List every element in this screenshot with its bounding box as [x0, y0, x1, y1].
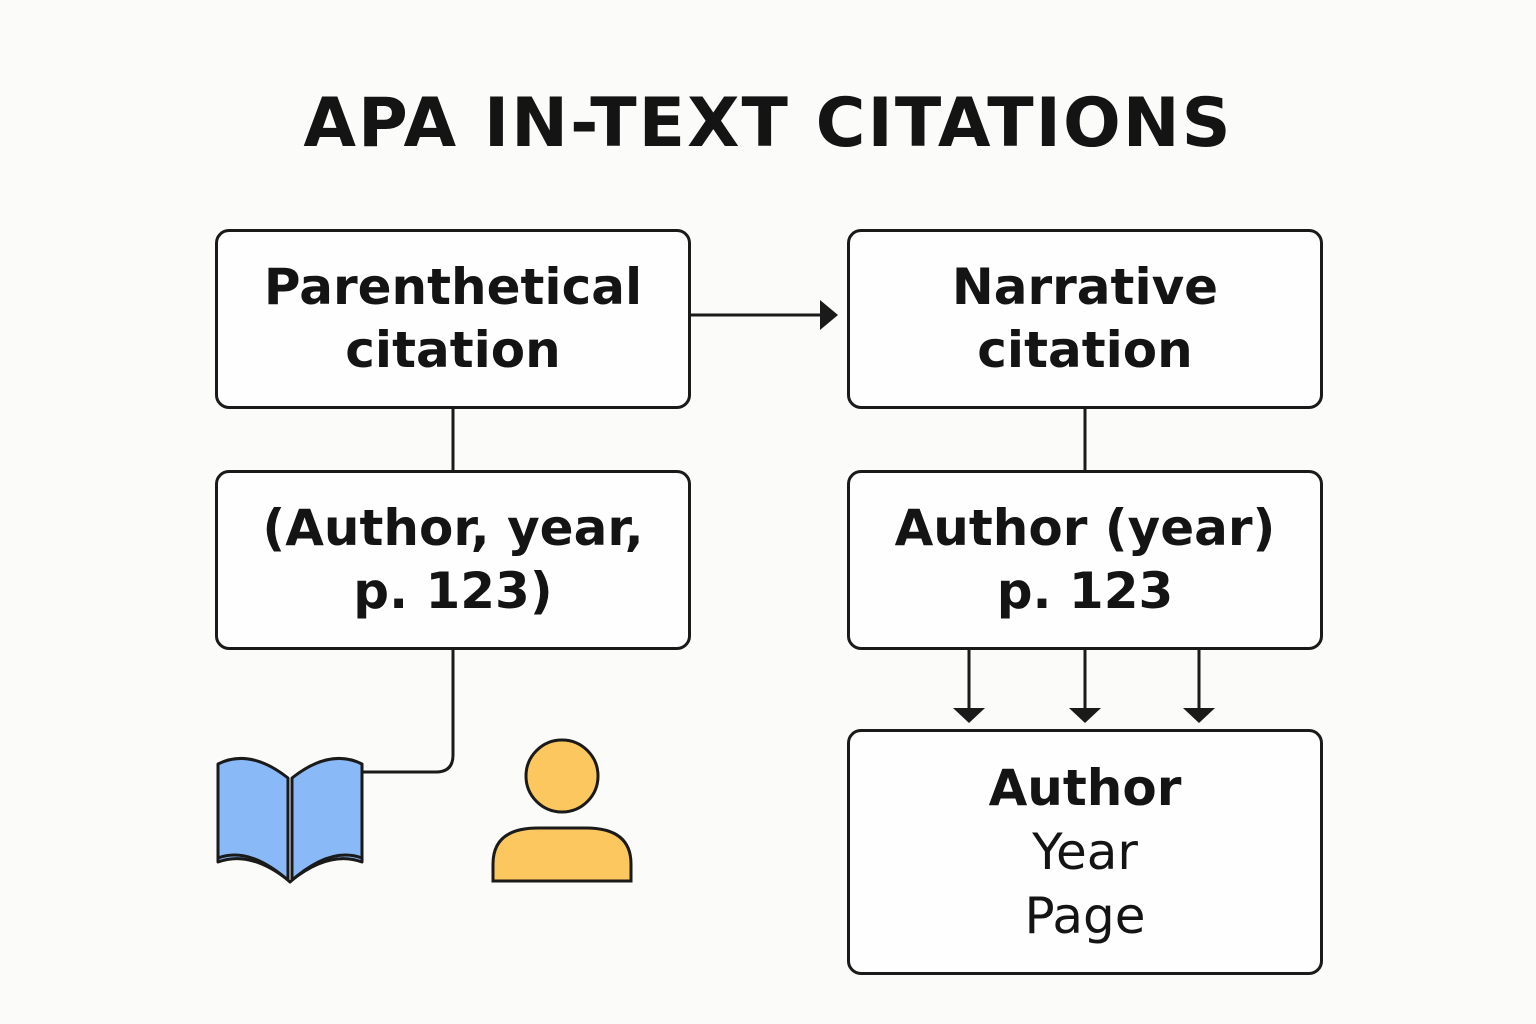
box-label-line1: (Author, year, [262, 499, 644, 557]
citation-elements-box: Author Year Page [847, 729, 1323, 975]
box-label-line1: Author (year) [894, 499, 1276, 557]
arrowhead-down-right [1183, 708, 1215, 723]
narrative-format-box: Author (year) p. 123 [847, 470, 1323, 650]
connector-format-to-book [360, 650, 455, 774]
page-title: APA IN-TEXT CITATIONS [303, 84, 1233, 163]
element-year: Year [1032, 823, 1138, 881]
arrowhead-down-left [953, 708, 985, 723]
parenthetical-citation-box: Parenthetical citation [215, 229, 691, 409]
box-label-line2: citation [345, 321, 561, 379]
box-label-line1: Narrative [951, 258, 1219, 316]
box-label-line2: citation [977, 321, 1193, 379]
arrowhead-right [820, 300, 838, 330]
person-icon [491, 738, 633, 883]
box-label-line2: p. 123) [353, 562, 553, 620]
box-label-line2: p. 123 [996, 562, 1174, 620]
element-author: Author [988, 759, 1182, 817]
box-label-line1: Parenthetical [263, 258, 643, 316]
open-book-icon [216, 756, 364, 884]
narrative-citation-box: Narrative citation [847, 229, 1323, 409]
element-page: Page [1024, 887, 1146, 945]
parenthetical-format-box: (Author, year, p. 123) [215, 470, 691, 650]
arrowhead-down-middle [1069, 708, 1101, 723]
